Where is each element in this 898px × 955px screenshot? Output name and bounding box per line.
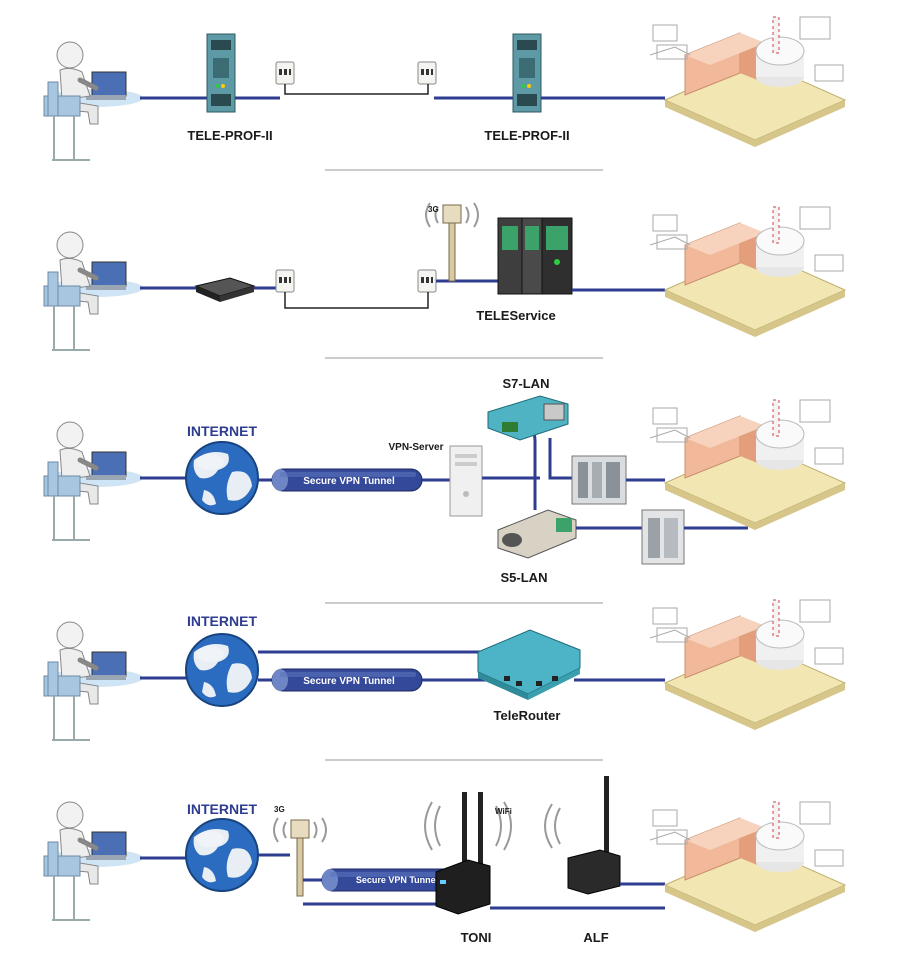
alf-label: ALF — [583, 930, 608, 945]
s7-plc-icon — [571, 455, 627, 505]
telerouter-device-icon — [477, 629, 581, 700]
operator-workstation-icon — [44, 422, 143, 540]
internet-label: INTERNET — [187, 613, 257, 629]
teleservice-label: TELEService — [476, 308, 556, 323]
row-2-teleservice: 3G TELEService — [44, 202, 846, 350]
toni-label: TONI — [461, 930, 492, 945]
industrial-plant-icon — [649, 16, 846, 148]
s7-lan-module-icon — [487, 395, 569, 441]
globe-icon — [185, 441, 259, 515]
operator-workstation-icon — [44, 622, 143, 740]
operator-workstation-icon — [44, 42, 143, 160]
row-3-vpn-server: INTERNET Secure VPN Tunnel VPN-Server S7… — [44, 376, 846, 585]
s7-lan-label: S7-LAN — [503, 376, 550, 391]
vpn-server-tower-icon — [449, 445, 483, 517]
vpn-tunnel-label: Secure VPN Tunnel — [303, 676, 395, 687]
operator-workstation-icon — [44, 802, 143, 920]
3g-tag: 3G — [274, 805, 285, 814]
phone-socket-right-icon — [417, 61, 437, 85]
industrial-plant-icon — [649, 801, 846, 933]
teleprof-ii-modem-left-icon — [206, 33, 236, 113]
toni-router-icon — [435, 792, 491, 915]
3g-antenna-icon — [425, 202, 479, 282]
row-4-telerouter: INTERNET Secure VPN Tunnel TeleRouter — [44, 599, 846, 740]
3g-tag: 3G — [428, 205, 439, 214]
wifi-label: WiFi — [495, 807, 512, 816]
teleprof-ii-left-label: TELE-PROF-II — [187, 128, 272, 143]
internet-label: INTERNET — [187, 801, 257, 817]
wifi-waves-left-icon — [424, 801, 512, 851]
industrial-plant-icon — [649, 206, 846, 338]
operator-workstation-icon — [44, 232, 143, 350]
teleprof-ii-modem-right-icon — [512, 33, 542, 113]
phone-socket-left-icon — [275, 61, 295, 85]
industrial-plant-icon — [649, 599, 846, 731]
wifi-waves-right-icon — [544, 803, 561, 849]
dsl-modem-icon — [194, 277, 256, 302]
telerouter-label: TeleRouter — [494, 708, 561, 723]
phone-socket-left-icon — [275, 269, 295, 293]
row-1-dialup-modem: TELE-PROF-II TELE-PROF-II — [44, 16, 846, 160]
s5-lan-module-icon — [497, 509, 577, 559]
teleservice-device-icon — [497, 217, 573, 295]
teleprof-ii-right-label: TELE-PROF-II — [484, 128, 569, 143]
globe-icon — [185, 818, 259, 892]
alf-access-point-icon — [567, 776, 621, 895]
vpn-tunnel-label: Secure VPN Tunnel — [303, 476, 395, 487]
s5-plc-icon — [641, 509, 685, 565]
3g-antenna-icon — [273, 817, 327, 897]
vpn-tunnel-label: Secure VPN Tunnel — [356, 875, 438, 885]
vpn-server-label: VPN-Server — [388, 442, 443, 453]
row-5-toni-alf: INTERNET 3G Secure VPN Tunnel TONI WiFi … — [44, 776, 846, 945]
row-separators — [325, 169, 603, 761]
phone-socket-right-icon — [417, 269, 437, 293]
s5-lan-label: S5-LAN — [501, 570, 548, 585]
internet-label: INTERNET — [187, 423, 257, 439]
globe-icon — [185, 633, 259, 707]
